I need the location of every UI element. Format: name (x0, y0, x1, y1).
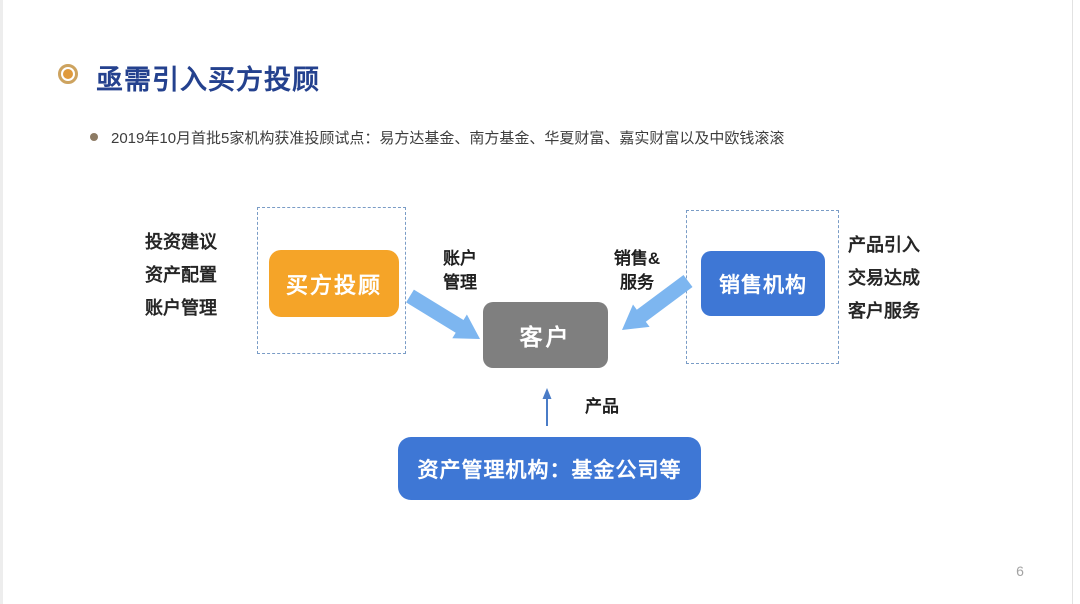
left-edge-line (0, 0, 3, 604)
customer-box: 客户 (483, 302, 608, 368)
left-function-item: 资产配置 (145, 265, 217, 285)
sales-service-arrow-label: 销售& 服务 (613, 249, 661, 292)
arrow-product-up-icon (542, 388, 552, 426)
asset-manager-box: 资产管理机构：基金公司等 (398, 437, 701, 500)
product-arrow-label: 产品 (585, 397, 619, 416)
bullet-text: 2019年10月首批5家机构获准投顾试点：易方达基金、南方基金、华夏财富、嘉实财… (111, 130, 785, 147)
right-function-item: 客户服务 (848, 301, 920, 321)
right-function-item: 交易达成 (848, 268, 920, 288)
right-function-item: 产品引入 (848, 235, 920, 255)
buyer-advisor-box: 买方投顾 (269, 250, 399, 317)
buyer-advisor-dashed-frame (257, 207, 406, 354)
left-function-item: 账户管理 (145, 298, 217, 318)
title-target-icon-center (63, 69, 73, 79)
left-function-list: 投资建议 资产配置 账户管理 (145, 226, 217, 325)
title-target-icon (58, 64, 78, 84)
bullet-dot-icon (90, 133, 98, 141)
account-mgmt-arrow-label: 账户 管理 (443, 249, 477, 292)
left-function-item: 投资建议 (145, 232, 217, 252)
arrow-buyer-to-customer-icon (406, 289, 480, 339)
right-function-list: 产品引入 交易达成 客户服务 (848, 229, 920, 328)
page-number: 6 (1016, 563, 1024, 579)
sales-org-box: 销售机构 (701, 251, 825, 316)
right-edge-line (1072, 0, 1073, 604)
page-title: 亟需引入买方投顾 (96, 65, 320, 95)
